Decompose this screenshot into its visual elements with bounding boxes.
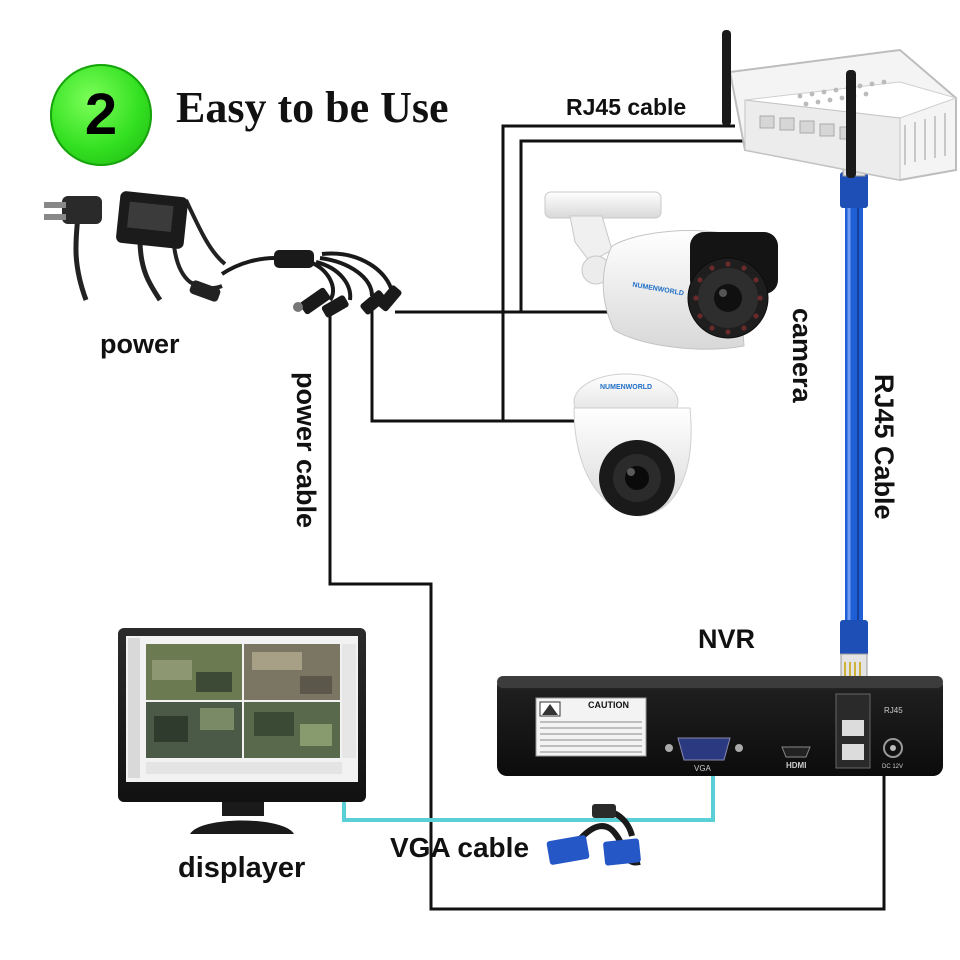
label-nvr: NVR <box>698 624 756 654</box>
nvr-caution-label: CAUTION <box>588 700 629 710</box>
label-rj45-cable-side: RJ45 Cable <box>869 374 899 520</box>
label-power: power <box>100 329 180 359</box>
step-number: 2 <box>84 82 118 147</box>
nvr-dc-text: DC 12V <box>882 764 904 770</box>
nvr-hdmi-text: HDMI <box>786 761 807 770</box>
splitter-connectors <box>274 250 402 318</box>
label-displayer: displayer <box>178 852 306 884</box>
label-camera: camera <box>787 308 817 403</box>
power-splitter <box>220 251 394 302</box>
hdmi-port <box>781 746 811 758</box>
label-rj45-cable-top: RJ45 cable <box>566 94 687 120</box>
nvr-vga-text: VGA <box>694 764 711 773</box>
dome-camera <box>573 373 692 517</box>
step-badge: 2 <box>50 64 152 166</box>
power-adapter <box>44 191 227 302</box>
router <box>722 30 958 182</box>
label-power-cable: power cable <box>291 372 321 529</box>
monitor <box>118 628 366 834</box>
bullet-camera <box>544 191 778 350</box>
diagram-title: Easy to be Use <box>176 83 449 132</box>
label-vga-cable: VGA cable <box>390 832 530 863</box>
dome-camera-brand: NUMENWORLD <box>600 384 653 391</box>
nvr-rj45-text: RJ45 <box>884 706 903 715</box>
power-wires <box>328 124 886 911</box>
nvr-device <box>497 676 943 776</box>
vga-connectors <box>546 804 641 866</box>
rj45-blue-cable <box>840 163 868 695</box>
vga-port <box>665 737 743 761</box>
monitor-video-feeds <box>146 644 340 758</box>
